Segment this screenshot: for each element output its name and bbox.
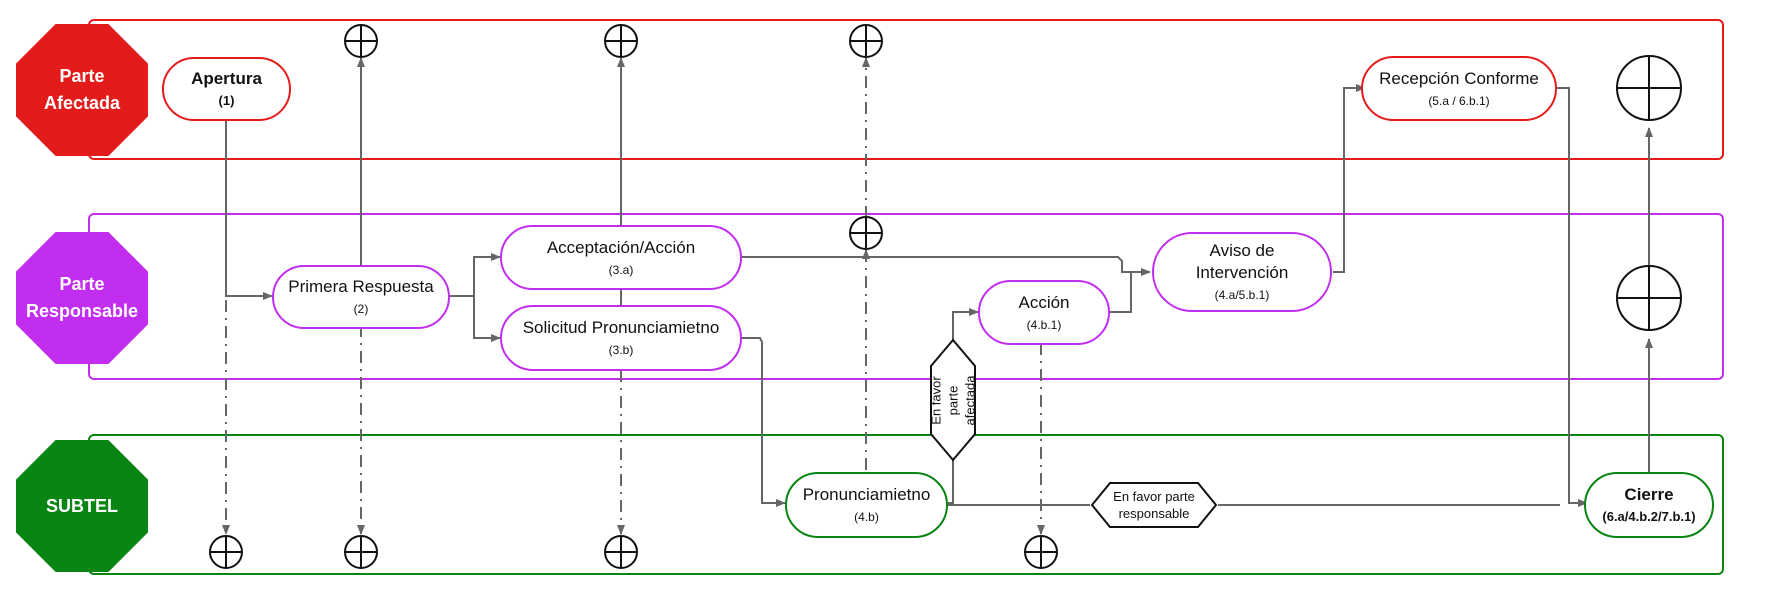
- gateway-mid-right-icon: [1616, 265, 1682, 331]
- node-step: (4.b): [854, 510, 879, 524]
- node-pronunciamiento[interactable]: Pronunciamietno (4.b): [785, 472, 948, 538]
- node-title: Acceptación/Acción: [546, 237, 696, 257]
- gateway-top-1-icon: [344, 24, 378, 58]
- decision-favor-parte-afectada[interactable]: En favor parte afectada: [928, 338, 978, 462]
- node-step: (4.a/5.b.1): [1214, 288, 1270, 302]
- lane-header-parte-responsable: Parte Responsable: [16, 232, 148, 364]
- node-step: (5.a / 6.b.1): [1428, 93, 1490, 108]
- node-step: (4.b.1): [1026, 317, 1062, 332]
- gateway-bottom-2-icon: [344, 535, 378, 569]
- connector-pronunciamiento-favor-afectada: [948, 460, 954, 504]
- gateway-top-right-icon: [1616, 55, 1682, 121]
- node-accion[interactable]: Acción (4.b.1): [978, 280, 1110, 345]
- hexagon-shape: [1090, 482, 1218, 528]
- gateway-mid-icon: [849, 216, 883, 250]
- node-title: Primera Respuesta: [288, 277, 434, 296]
- decision-favor-parte-responsable[interactable]: En favor parte responsable: [1090, 481, 1218, 529]
- connector-aceptacion-aviso: [742, 256, 1151, 276]
- node-step: (6.a/4.b.2/7.b.1): [1602, 509, 1696, 524]
- node-title: Cierre: [1624, 485, 1674, 504]
- node-solicitud-pronunciamiento[interactable]: Solicitud Pronunciamietno (3.b): [500, 305, 742, 371]
- node-title: Acción: [1018, 292, 1070, 312]
- connector-recepcion-cierre: [1557, 87, 1588, 507]
- node-step: (3.b): [608, 343, 634, 357]
- connector-primera-solicitud: [473, 296, 501, 342]
- node-recepcion-conforme[interactable]: Recepción Conforme (5.a / 6.b.1): [1361, 56, 1557, 121]
- node-title: Apertura: [191, 69, 262, 88]
- lane-header-subtel: SUBTEL: [16, 440, 148, 572]
- hexagon-shape: [930, 338, 976, 462]
- gateway-icons: [209, 24, 1682, 569]
- connector-primera-aceptacion: [448, 253, 501, 297]
- decision-label: En favor parte afectada: [928, 375, 978, 425]
- node-step: (2): [353, 302, 369, 316]
- node-apertura[interactable]: Apertura (1): [162, 57, 291, 121]
- gateway-bottom-4-icon: [1024, 535, 1058, 569]
- gateway-top-2-icon: [604, 24, 638, 58]
- node-aviso-intervencion[interactable]: Aviso de Intervención (4.a/5.b.1): [1152, 232, 1332, 312]
- node-step: (1): [218, 93, 235, 108]
- node-title: Recepción Conforme: [1379, 68, 1539, 88]
- connector-aviso-recepcion: [1333, 84, 1366, 273]
- connector-solicitud-pronunciamiento: [740, 337, 786, 507]
- connector-apertura-primera: [225, 120, 273, 300]
- node-title: Pronunciamietno: [802, 485, 931, 504]
- node-aceptacion-accion[interactable]: Acceptación/Acción (3.a): [500, 225, 742, 290]
- connector-favor-afectada-accion: [952, 308, 979, 340]
- node-title: Solicitud Pronunciamietno: [522, 318, 720, 337]
- node-title: Aviso de Intervención: [1195, 241, 1289, 282]
- gateway-bottom-3-icon: [604, 535, 638, 569]
- lane-header-parte-afectada: Parte Afectada: [16, 24, 148, 156]
- node-cierre[interactable]: Cierre (6.a/4.b.2/7.b.1): [1584, 472, 1714, 538]
- node-primera-respuesta[interactable]: Primera Respuesta (2): [272, 265, 450, 329]
- decision-label: En favor parte responsable: [1113, 489, 1195, 521]
- gateway-top-3-icon: [849, 24, 883, 58]
- gateway-bottom-1-icon: [209, 535, 243, 569]
- node-step: (3.a): [608, 262, 634, 277]
- connector-accion-aviso: [1110, 272, 1132, 313]
